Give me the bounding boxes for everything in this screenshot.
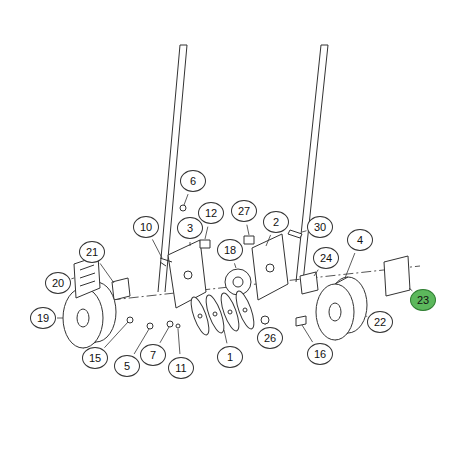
leader-line [160, 327, 169, 343]
wheel-cap [384, 256, 410, 296]
callout-number: 10 [133, 216, 159, 238]
callout-number: 24 [313, 247, 339, 269]
wheel-hub [300, 272, 318, 294]
leader-line [178, 329, 180, 354]
leader-line [366, 316, 367, 317]
leader-line [184, 194, 188, 205]
callout-number: 2 [263, 211, 289, 233]
leader-line [100, 263, 114, 283]
callout-number: 20 [45, 272, 71, 294]
callout-number: 11 [168, 357, 194, 379]
callout-number: 3 [177, 217, 203, 239]
bracket-hole [266, 264, 274, 272]
bracket-plate [252, 234, 288, 300]
callout-number: 30 [307, 216, 333, 238]
leader-line [247, 225, 249, 235]
gear-hub [233, 277, 243, 287]
callout-number: 26 [257, 327, 283, 349]
leader-line [71, 278, 74, 280]
callout-number: 5 [114, 355, 140, 377]
axle-centerline [75, 266, 420, 304]
callout-number: 12 [198, 202, 224, 224]
callout-number: 22 [367, 311, 393, 333]
leader-line [409, 288, 412, 291]
leader-line [302, 325, 313, 342]
wheel-hub [112, 278, 130, 300]
callout-number: 27 [231, 200, 257, 222]
leader-line [57, 318, 63, 319]
callout-number: 15 [82, 347, 108, 369]
callout-number: 16 [307, 343, 333, 365]
callout-number: 7 [140, 344, 166, 366]
blade-set [188, 289, 258, 337]
leader-line [205, 227, 208, 239]
leader-line [302, 231, 307, 232]
callout-number: 23 [410, 289, 436, 311]
leader-line [224, 330, 227, 343]
callout-number: 1 [217, 346, 243, 368]
leader-line [104, 322, 128, 348]
leader-line [190, 242, 191, 246]
leader-line [314, 270, 318, 276]
leader-line [266, 235, 271, 246]
cap-ribs [80, 265, 95, 286]
callout-number: 6 [180, 170, 206, 192]
bracket-plate [168, 240, 206, 308]
wheel [316, 277, 367, 340]
callout-number: 18 [217, 239, 243, 261]
fasteners [127, 205, 306, 329]
callout-number: 19 [30, 307, 56, 329]
callout-number: 21 [79, 241, 105, 263]
leader-line [234, 263, 236, 268]
leader-line [265, 324, 266, 326]
callout-number: 4 [347, 229, 373, 251]
leader-line [152, 239, 162, 258]
bracket-hole [184, 271, 192, 279]
leader-line [345, 253, 355, 278]
